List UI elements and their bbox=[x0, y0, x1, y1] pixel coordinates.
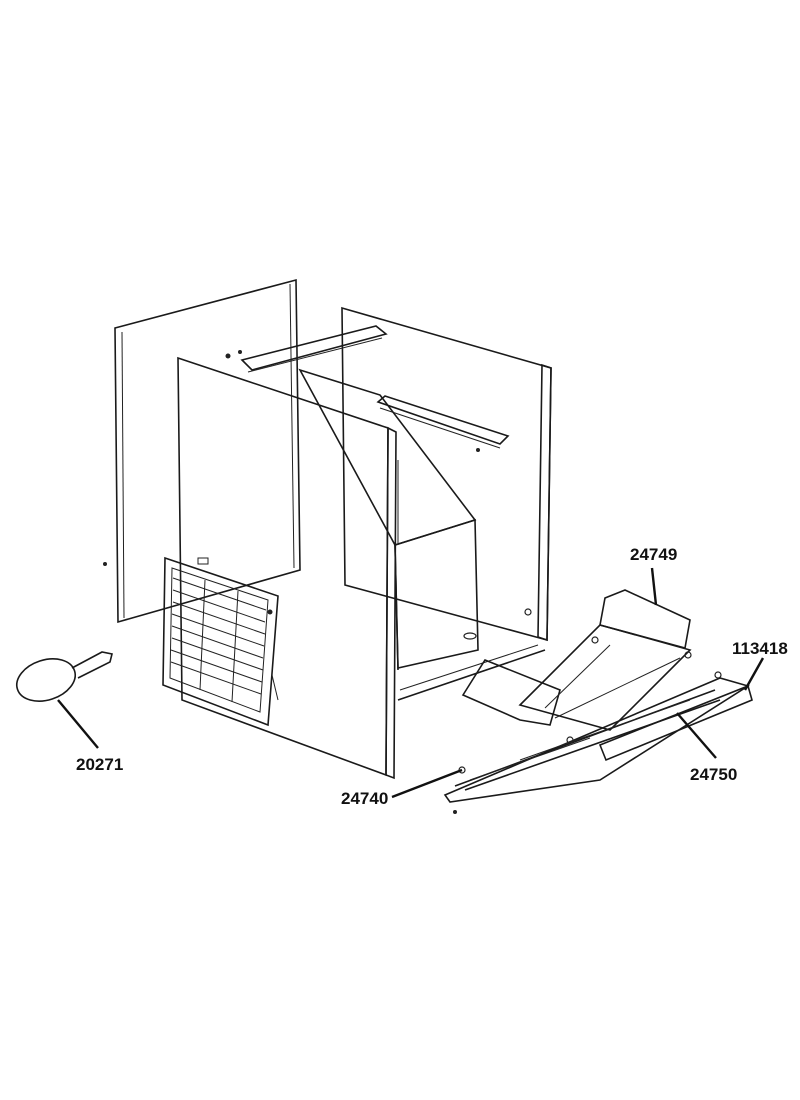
front-panel bbox=[177, 356, 397, 780]
leader-24750 bbox=[676, 712, 717, 759]
label-24740: 24740 bbox=[341, 789, 388, 808]
label-24750: 24750 bbox=[690, 765, 737, 784]
label-113418: 113418 bbox=[732, 639, 788, 658]
base-frame bbox=[443, 671, 753, 814]
leader-113418 bbox=[743, 657, 765, 691]
leader-24749 bbox=[650, 567, 658, 606]
right-side-panel bbox=[341, 306, 552, 642]
left-deflector bbox=[461, 659, 561, 726]
front-grille bbox=[162, 556, 279, 727]
ice-scoop-part bbox=[16, 651, 113, 702]
leader-24740 bbox=[391, 768, 463, 799]
right-deflector-part bbox=[599, 589, 691, 650]
inner-housing bbox=[298, 368, 546, 701]
grille-slats bbox=[170, 577, 267, 703]
rear-side-panel bbox=[103, 278, 301, 624]
label-24749: 24749 bbox=[630, 545, 677, 564]
top-rail-front bbox=[225, 325, 388, 373]
leader-20271 bbox=[57, 699, 99, 749]
label-20271: 20271 bbox=[76, 755, 123, 774]
bin-tray bbox=[518, 624, 692, 731]
top-rail-rear bbox=[376, 395, 510, 452]
